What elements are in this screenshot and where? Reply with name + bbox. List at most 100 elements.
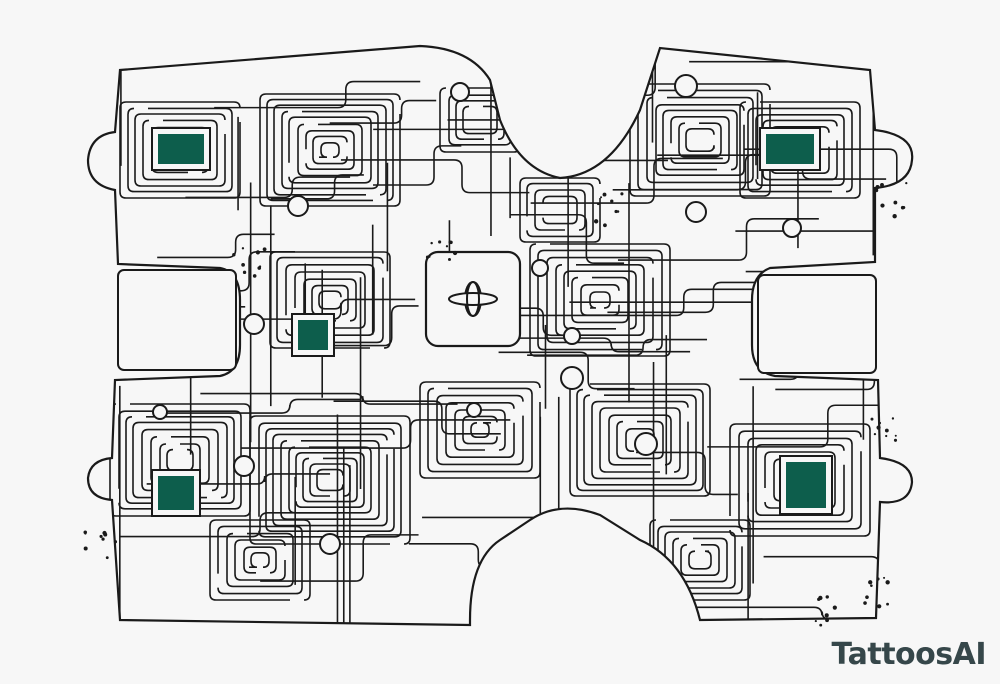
maze-ring: [649, 519, 751, 601]
scatter-dot: [821, 612, 824, 615]
scatter-dots: [83, 182, 908, 627]
maze-ring: [747, 107, 853, 193]
maze-ring: [166, 448, 194, 472]
maze-trace: [146, 473, 331, 485]
maze-trace: [607, 281, 771, 314]
maze-trace: [260, 534, 419, 582]
maze-ring: [445, 402, 515, 458]
scatter-dot: [257, 266, 262, 270]
maze-ring: [316, 468, 344, 492]
scatter-dot: [448, 257, 451, 261]
scatter-dot: [99, 534, 103, 539]
scatter-dot: [885, 434, 888, 438]
maze-trace: [530, 157, 723, 204]
maze-ring: [563, 270, 637, 330]
puzzle-outline: [86, 44, 914, 627]
maze-trace: [185, 176, 351, 199]
maze-trace: [617, 218, 819, 261]
maze-ring: [142, 119, 218, 181]
maze-trace: [200, 392, 458, 405]
scatter-dot: [905, 182, 908, 185]
maze-ring: [546, 256, 654, 344]
maze-ring: [580, 284, 620, 316]
maze-ring: [249, 552, 270, 568]
maze-ring: [678, 122, 722, 158]
scatter-dot: [819, 623, 823, 627]
node-circle: [560, 366, 584, 390]
maze-ring: [132, 421, 228, 499]
maze-ring: [755, 114, 845, 186]
scatter-dot: [893, 200, 898, 205]
scatter-dot: [870, 417, 874, 421]
maze-ring: [764, 451, 836, 509]
maze-trace: [408, 542, 512, 569]
maze-ring: [280, 440, 380, 520]
maze-ring: [234, 539, 286, 581]
node-circle: [685, 201, 707, 223]
maze-trace: [209, 298, 416, 320]
maze-ring: [134, 113, 226, 187]
maze-trace: [498, 351, 635, 390]
maze-ring: [276, 256, 384, 344]
maze-ring: [302, 457, 358, 503]
node-circle: [531, 259, 549, 277]
scatter-dot: [103, 532, 108, 537]
maze-trace: [157, 233, 275, 259]
maze-trace: [735, 187, 913, 232]
scatter-dot: [876, 577, 880, 581]
maze-trace: [373, 145, 462, 186]
scatter-dot: [602, 192, 607, 197]
maze-ring: [249, 415, 411, 545]
maze-trace: [160, 251, 296, 292]
scatter-dot: [817, 597, 821, 601]
maze-trace: [214, 80, 421, 109]
scatter-dot: [877, 604, 882, 609]
scatter-dot: [874, 188, 879, 193]
maze-ring: [670, 116, 730, 164]
maze-trace: [707, 404, 895, 448]
green-chips: [151, 127, 833, 517]
scatter-dot: [255, 250, 260, 255]
scatter-dot: [875, 185, 880, 190]
maze-ring: [281, 110, 379, 190]
left-window: [117, 269, 237, 371]
scatter-dot: [83, 546, 88, 551]
green-chip: [298, 320, 328, 350]
scatter-dot: [865, 595, 869, 599]
scatter-dot: [873, 432, 877, 436]
maze-trace: [509, 213, 625, 265]
maze-ring: [265, 428, 395, 532]
maze-ring: [589, 291, 611, 309]
maze-trace: [422, 516, 637, 556]
scatter-dot: [892, 214, 897, 219]
maze-ring: [288, 116, 372, 184]
green-chip: [158, 134, 204, 164]
scatter-dot: [883, 576, 886, 579]
maze-ring: [526, 182, 594, 238]
scatter-dot: [870, 584, 873, 587]
maze-ring: [288, 446, 372, 514]
scatter-dot: [868, 580, 873, 585]
maze-ring: [462, 415, 498, 445]
maze-ring: [427, 387, 533, 473]
maze-ring: [470, 422, 491, 438]
scatter-dot: [900, 205, 905, 210]
node-circles: [152, 74, 802, 555]
node-circle: [287, 195, 309, 217]
maze-trace: [533, 46, 640, 63]
maze-ring: [273, 104, 387, 196]
maze-trace: [120, 511, 340, 538]
scatter-dot: [242, 270, 247, 275]
scatter-dot: [825, 618, 829, 623]
maze-ring: [537, 249, 663, 351]
node-circle: [782, 218, 802, 238]
maze-ring: [529, 243, 671, 357]
maze-ring: [319, 142, 340, 158]
maze-ring: [729, 423, 871, 537]
maze-ring: [419, 381, 541, 479]
maze-ring: [542, 195, 578, 225]
scatter-dot: [83, 530, 88, 535]
maze-trace: [527, 338, 708, 357]
node-circle: [563, 327, 581, 345]
maze-ring: [285, 264, 375, 336]
